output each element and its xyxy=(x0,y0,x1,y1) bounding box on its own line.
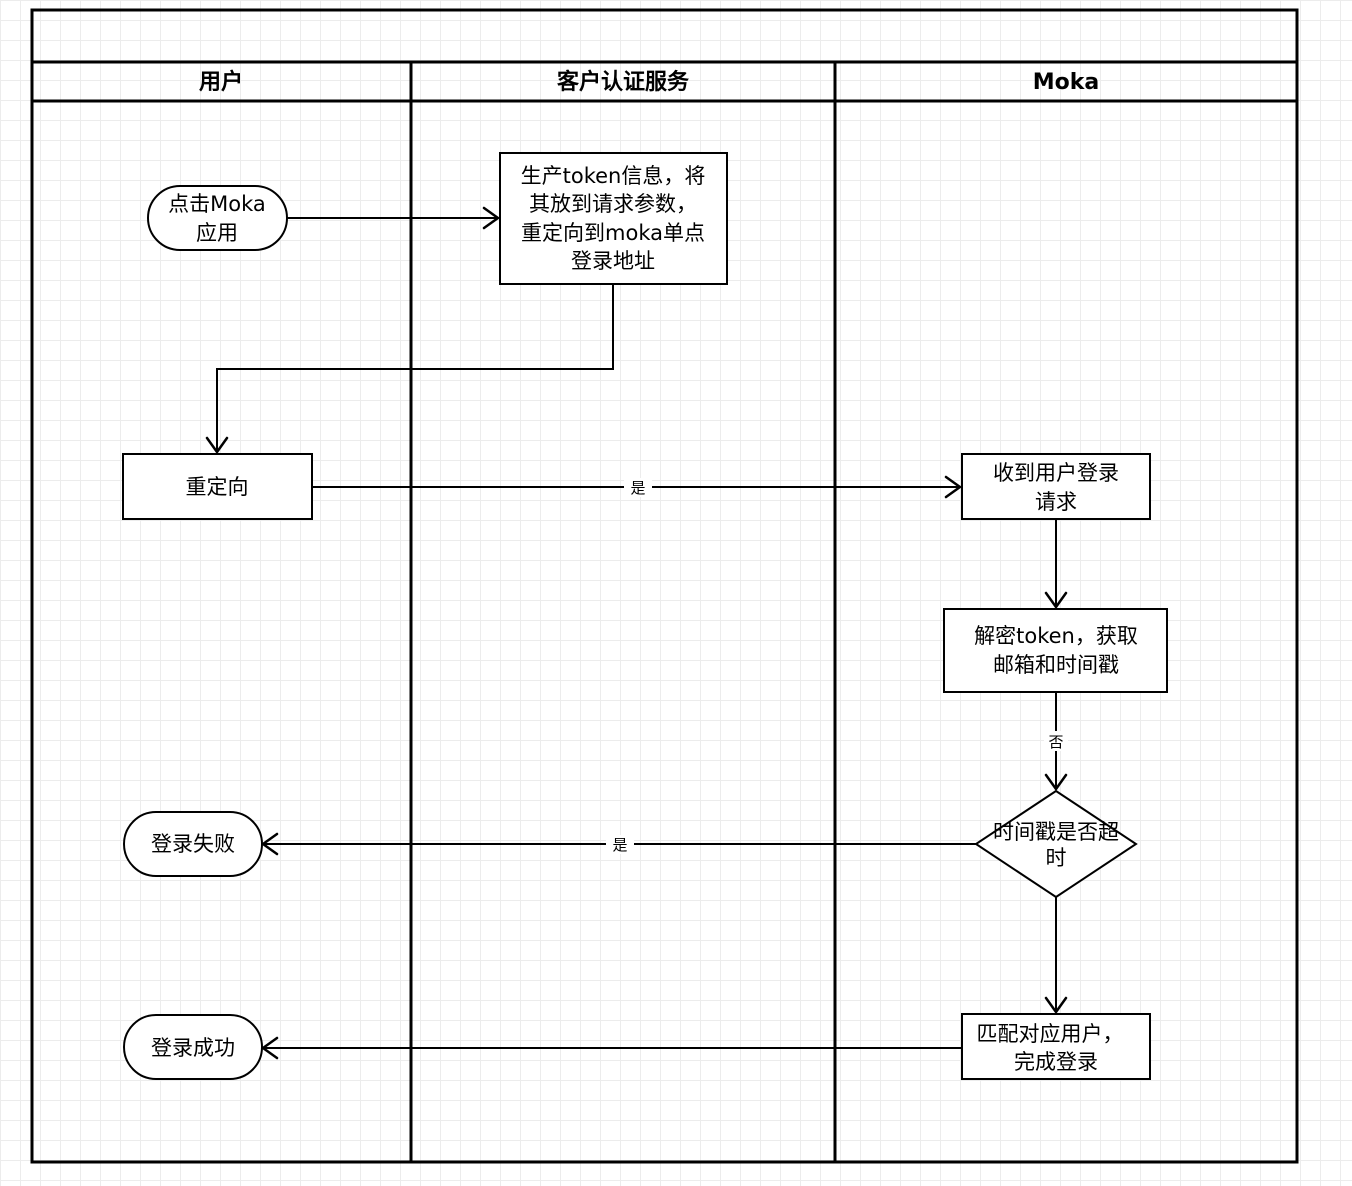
node-login-fail: 登录失败 xyxy=(123,811,263,877)
node-text-line: 登录失败 xyxy=(151,832,235,856)
edge-decrypt-to-decision: 否 xyxy=(1044,692,1068,791)
node-text-line: 收到用户登录 xyxy=(993,461,1119,485)
node-text-line: 点击Moka xyxy=(168,192,266,216)
edge-label-bg xyxy=(606,835,634,854)
edge-gen-token-to-redirect xyxy=(205,284,614,454)
lane-header-user: 用户 xyxy=(199,69,243,95)
node-text-line: 登录成功 xyxy=(151,1036,235,1060)
node-text-line: 解密token，获取 xyxy=(974,624,1138,648)
pool-frame xyxy=(30,8,1299,1164)
lane-header-moka: Moka xyxy=(1033,70,1099,95)
node-text-line: 应用 xyxy=(196,221,238,245)
node-text-line: 重定向到moka单点 xyxy=(521,221,705,245)
node-timeout-decision: 时间戳是否超 时 xyxy=(974,789,1138,899)
edge-match-to-success xyxy=(261,1036,962,1060)
node-match-user: 匹配对应用户， 完成登录 xyxy=(961,1013,1151,1080)
edge-label-yes: 是 xyxy=(630,479,645,497)
edge-decision-to-match xyxy=(1044,897,1068,1014)
node-text-line: 重定向 xyxy=(186,475,249,499)
edge-receive-to-decrypt xyxy=(1044,520,1068,609)
edge-label-bg xyxy=(624,478,652,497)
edge-label-no: 否 xyxy=(1048,733,1063,751)
node-text-line: 生产token信息，将 xyxy=(521,164,706,188)
node-receive-login-request: 收到用户登录 请求 xyxy=(961,453,1151,520)
node-text-line: 时 xyxy=(1046,846,1067,870)
node-text-line: 登录地址 xyxy=(571,249,655,273)
edge-click-to-gen-token xyxy=(287,206,500,230)
edge-label-bg xyxy=(1044,731,1068,751)
node-text-line: 请求 xyxy=(1035,490,1077,514)
node-redirect: 重定向 xyxy=(122,453,313,520)
edge-decision-to-fail: 是 xyxy=(261,832,976,856)
node-text-line: 其放到请求参数， xyxy=(529,192,697,216)
edge-label-yes: 是 xyxy=(612,836,627,854)
edge-redirect-to-receive: 是 xyxy=(312,475,962,499)
node-text-line: 匹配对应用户， xyxy=(977,1022,1124,1046)
node-login-success: 登录成功 xyxy=(123,1014,263,1080)
node-text-line: 邮箱和时间戳 xyxy=(993,653,1119,677)
node-text-line: 完成登录 xyxy=(1014,1050,1098,1074)
lane-header-auth: 客户认证服务 xyxy=(557,69,690,95)
node-text-line: 时间戳是否超 xyxy=(993,820,1119,844)
node-decrypt-token: 解密token，获取 邮箱和时间戳 xyxy=(943,608,1168,693)
node-generate-token: 生产token信息，将 其放到请求参数， 重定向到moka单点 登录地址 xyxy=(499,152,728,285)
node-click-moka-app: 点击Moka 应用 xyxy=(147,185,288,251)
